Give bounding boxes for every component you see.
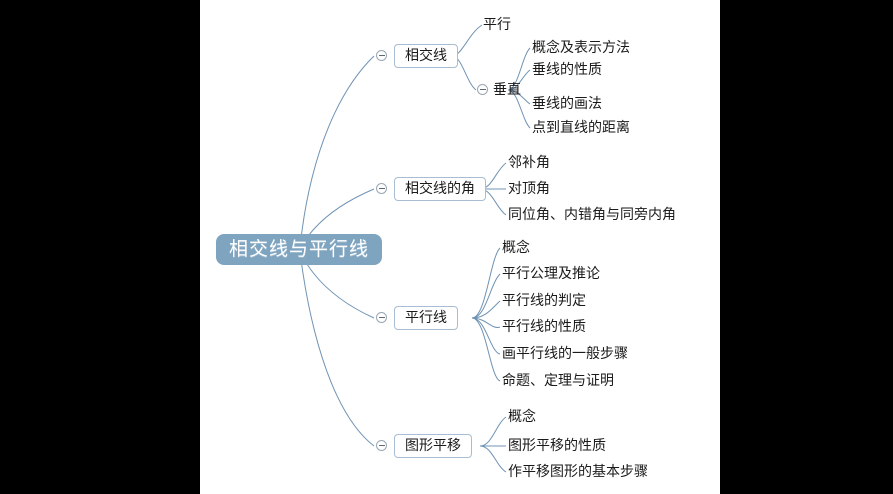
collapse-minus-icon[interactable]	[376, 183, 387, 194]
leaf-node[interactable]: 对顶角	[508, 181, 550, 197]
leaf-node[interactable]: 点到直线的距离	[532, 120, 630, 136]
leaf-node[interactable]: 邻补角	[508, 155, 550, 171]
leaf-node[interactable]: 垂线的画法	[532, 96, 602, 112]
mindmap-canvas[interactable]: 相交线与平行线 相交线 平行 垂直 概念及表示方法 垂线的性质 垂线的画法 点到…	[200, 0, 720, 494]
branch-node-pingxingxian[interactable]: 平行线	[394, 306, 458, 330]
branch-node-tuxing-pingyi[interactable]: 图形平移	[394, 434, 472, 458]
leaf-node[interactable]: 垂线的性质	[532, 62, 602, 78]
leaf-node[interactable]: 图形平移的性质	[508, 438, 606, 454]
leaf-node[interactable]: 概念及表示方法	[532, 40, 630, 56]
branch-node-jiaoxian-jiao[interactable]: 相交线的角	[394, 177, 486, 201]
letterbox-left	[0, 0, 200, 494]
collapse-minus-icon[interactable]	[376, 50, 387, 61]
leaf-node[interactable]: 平行线的性质	[502, 319, 586, 335]
sub-node-chuizhi[interactable]: 垂直	[493, 82, 521, 98]
collapse-minus-icon[interactable]	[477, 84, 488, 95]
leaf-node[interactable]: 作平移图形的基本步骤	[508, 464, 648, 480]
root-node[interactable]: 相交线与平行线	[216, 234, 383, 265]
collapse-minus-icon[interactable]	[376, 440, 387, 451]
leaf-node[interactable]: 概念	[508, 409, 536, 425]
letterbox-right	[720, 0, 893, 494]
sub-node-pingxing[interactable]: 平行	[483, 17, 511, 33]
leaf-node[interactable]: 平行线的判定	[502, 293, 586, 309]
branch-node-jiaoxian[interactable]: 相交线	[394, 44, 458, 68]
leaf-node[interactable]: 同位角、内错角与同旁内角	[508, 207, 676, 223]
leaf-node[interactable]: 画平行线的一般步骤	[502, 346, 628, 362]
leaf-node[interactable]: 概念	[502, 240, 530, 256]
collapse-minus-icon[interactable]	[376, 312, 387, 323]
leaf-node[interactable]: 平行公理及推论	[502, 266, 600, 282]
leaf-node[interactable]: 命题、定理与证明	[502, 373, 614, 389]
